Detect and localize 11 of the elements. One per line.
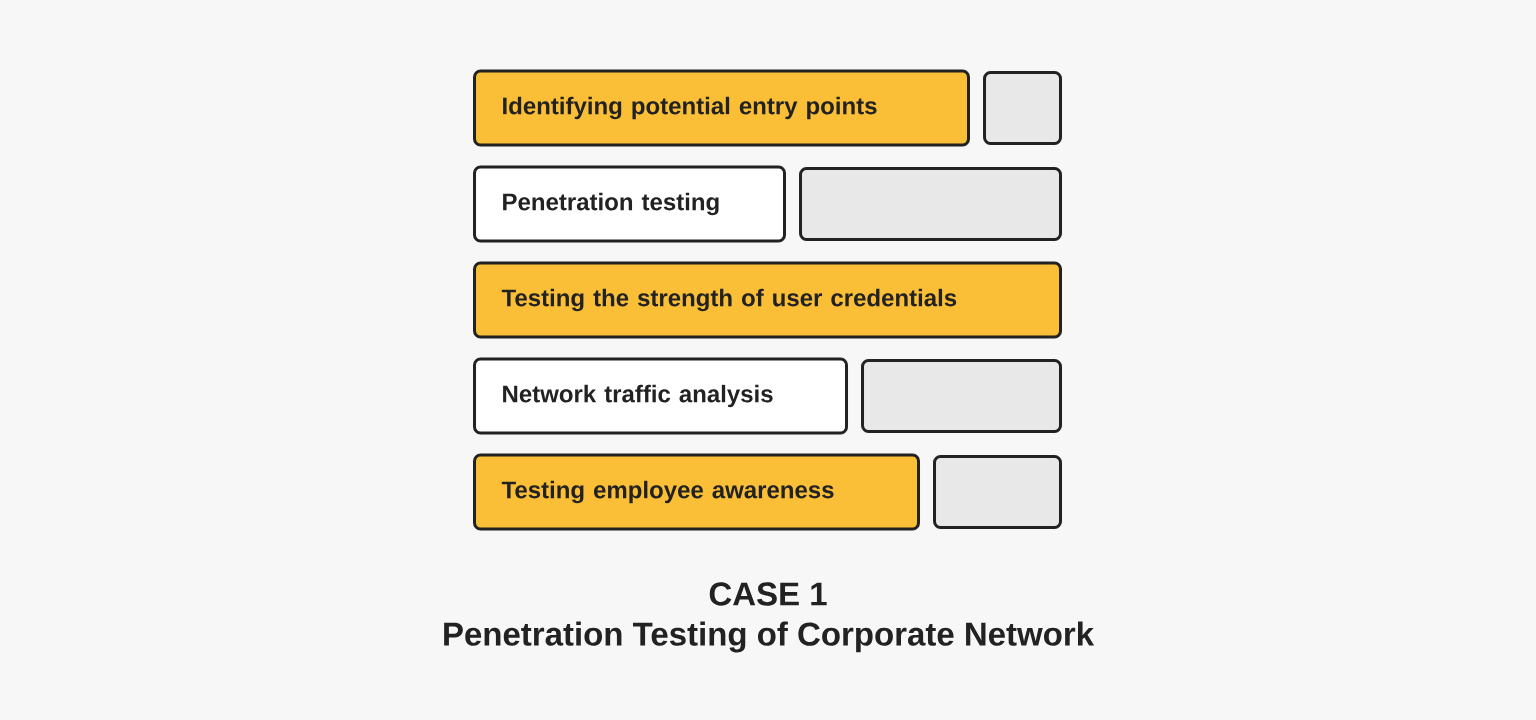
task-box: Network traffic analysis: [473, 357, 848, 435]
task-box: Testing employee awareness: [473, 453, 920, 531]
empty-box: [861, 359, 1062, 433]
empty-box: [799, 167, 1062, 241]
case-number: CASE 1: [709, 582, 827, 606]
task-box: Testing the strength of user credentials: [473, 261, 1062, 339]
empty-box: [983, 71, 1062, 145]
task-box: Identifying potential entry points: [473, 69, 970, 147]
empty-box: [933, 455, 1062, 529]
task-box: Penetration testing: [473, 165, 786, 243]
case-title: Penetration Testing of Corporate Network: [444, 621, 1095, 653]
